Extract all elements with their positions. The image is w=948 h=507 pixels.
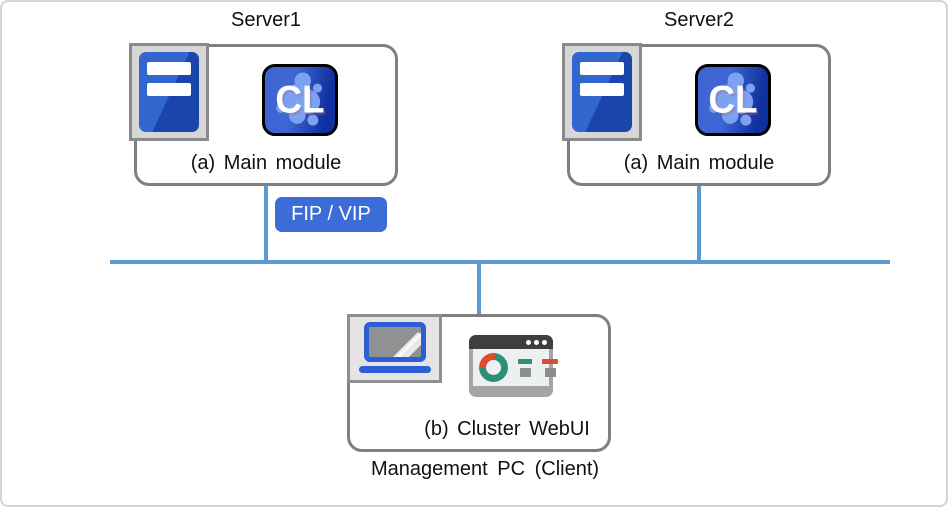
management-pc-link-line xyxy=(477,264,481,314)
cl-icon-text: CL xyxy=(708,77,758,122)
laptop-base xyxy=(358,366,431,373)
laptop-screen xyxy=(363,322,426,362)
server-tower-icon xyxy=(562,43,642,141)
browser-dot-icon xyxy=(542,339,547,345)
server2-link-line xyxy=(697,186,701,261)
server2-module-label: (a) Main module xyxy=(623,152,775,174)
server2-title: Server2 xyxy=(663,9,735,31)
server-slot xyxy=(580,62,624,75)
cluster-webui-label: (b) Cluster WebUI xyxy=(424,418,590,440)
widget-block xyxy=(519,367,531,377)
cl-app-icon: CL xyxy=(262,64,338,136)
server-tower-icon xyxy=(129,43,209,141)
cl-splash-shape xyxy=(276,72,322,126)
dashboard-content xyxy=(473,349,558,386)
management-pc-box: (b) Cluster WebUI xyxy=(347,314,611,452)
widget-block xyxy=(544,367,556,377)
fip-vip-badge: FIP / VIP xyxy=(275,197,387,232)
server-slot xyxy=(580,83,624,96)
browser-dot-icon xyxy=(526,339,531,345)
donut-chart-icon xyxy=(479,353,508,382)
server-slot xyxy=(147,83,191,96)
dashboard-widget xyxy=(542,358,558,377)
server-tower-body xyxy=(139,52,199,132)
cl-app-icon: CL xyxy=(695,64,771,136)
management-pc-caption: Management PC (Client) xyxy=(370,458,600,480)
cl-icon-text: CL xyxy=(275,77,325,122)
server-slot xyxy=(147,62,191,75)
server2-box: CL (a) Main module xyxy=(562,43,831,186)
dashboard-widget xyxy=(518,358,532,377)
cl-splash-shape xyxy=(709,72,755,126)
server1-box: CL (a) Main module xyxy=(129,43,398,186)
server1-link-line xyxy=(264,186,268,261)
browser-titlebar xyxy=(469,335,553,349)
server1-title: Server1 xyxy=(230,9,302,31)
browser-dot-icon xyxy=(534,339,539,345)
widget-bar xyxy=(518,358,532,364)
network-line xyxy=(110,260,890,264)
laptop-icon xyxy=(347,314,442,383)
browser-dashboard-icon xyxy=(469,335,558,397)
server-tower-body xyxy=(572,52,632,132)
server1-module-label: (a) Main module xyxy=(190,152,342,174)
widget-bar xyxy=(542,358,558,364)
